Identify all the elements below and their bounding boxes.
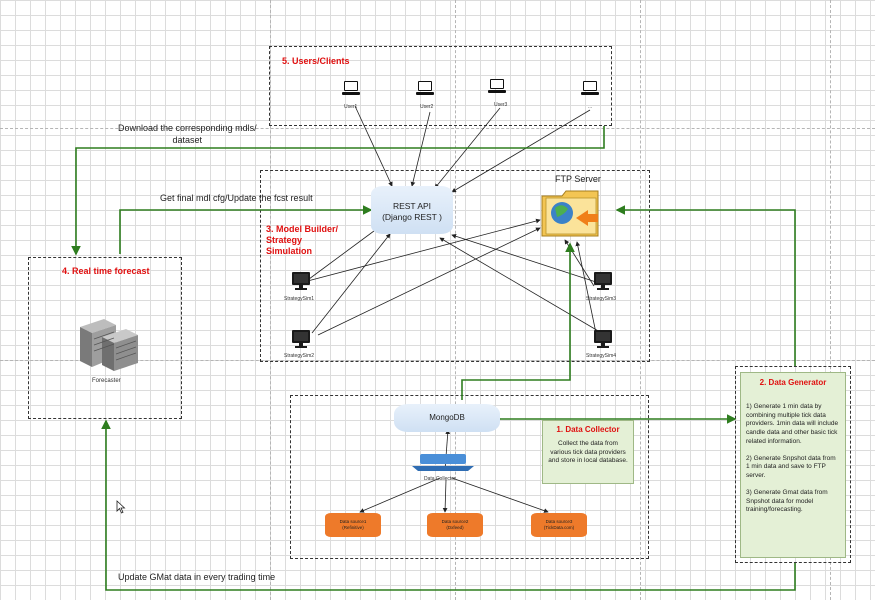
data-collector-note: 1. Data Collector Collect the data from … xyxy=(542,420,634,484)
data-generator-step: 1) Generate 1 min data by combining mult… xyxy=(746,402,839,445)
grid-line xyxy=(455,0,456,600)
get-final-config-label: Get final mdl cfg/Update the fcst result xyxy=(160,193,313,203)
mongodb-node: MongoDB xyxy=(394,404,500,432)
data-source-provider: (Refinitive) xyxy=(342,525,364,530)
users-clients-title: 5. Users/Clients xyxy=(282,56,350,66)
data-source-1: Data source1 (Refinitive) xyxy=(325,513,381,537)
data-collector-label: Data Collector xyxy=(424,476,456,482)
ftp-server-label: FTP Server xyxy=(555,174,601,184)
user-label: ... xyxy=(588,104,593,110)
rest-api-node: REST API (Django REST ) xyxy=(371,186,453,234)
data-source-3: Data source3 (TickData.com) xyxy=(531,513,587,537)
realtime-forecast-title: 4. Real time forecast xyxy=(62,266,150,276)
data-collector-title: 1. Data Collector xyxy=(556,425,620,434)
data-source-2: Data source2 (Dxfeed) xyxy=(427,513,483,537)
server-rack-icon xyxy=(76,317,144,371)
grid-line xyxy=(270,0,271,600)
grid-line xyxy=(0,128,875,129)
data-generator-step: 3) Generate Gmat data from Snpshot data … xyxy=(746,488,828,514)
users-clients-box xyxy=(269,46,612,126)
user-label: User3 xyxy=(494,102,508,108)
forecaster-label: Forecaster xyxy=(92,378,121,384)
strategy-sim-label: StrategySim2 xyxy=(284,353,315,359)
laptop-icon xyxy=(415,80,435,98)
strategy-sim-label: StrategySim4 xyxy=(586,353,617,359)
data-source-name: Data source2 xyxy=(441,519,469,524)
data-generator-title: 2. Data Generator xyxy=(759,378,827,387)
data-collector-device-icon xyxy=(410,452,476,474)
data-source-provider: (Dxfeed) xyxy=(446,525,464,530)
strategy-sim-label: StrategySim1 xyxy=(284,296,315,302)
data-collector-box xyxy=(290,395,649,559)
grid-line xyxy=(0,360,875,361)
model-builder-box xyxy=(260,170,650,362)
laptop-icon xyxy=(487,78,507,96)
update-gmat-label: Update GMat data in every trading time xyxy=(118,572,276,582)
user-label: User1 xyxy=(344,104,358,110)
laptop-icon xyxy=(580,80,600,98)
mongodb-label: MongoDB xyxy=(429,413,465,422)
data-source-name: Data source3 xyxy=(545,519,573,524)
model-builder-title: 3. Model Builder/ Strategy Simulation xyxy=(266,224,339,256)
grid-line xyxy=(640,0,641,600)
grid-line xyxy=(830,0,831,600)
monitor-icon xyxy=(592,271,614,291)
monitor-icon xyxy=(290,271,312,291)
user-label: User2 xyxy=(420,104,434,110)
data-source-provider: (TickData.com) xyxy=(543,525,575,530)
ftp-server-icon xyxy=(540,188,604,240)
laptop-icon xyxy=(341,80,361,98)
rest-api-title: REST API xyxy=(392,201,432,211)
monitor-icon xyxy=(290,329,312,349)
data-generator-note: 2. Data Generator 1) Generate 1 min data… xyxy=(740,372,846,558)
data-generator-step: 2) Generate Snpshot data from 1 min data… xyxy=(746,454,836,480)
mouse-cursor-icon xyxy=(116,500,126,514)
data-source-name: Data source1 xyxy=(339,519,367,524)
data-collector-description: Collect the data from various tick data … xyxy=(548,439,628,465)
rest-api-subtitle: (Django REST ) xyxy=(382,212,442,222)
realtime-forecast-box xyxy=(28,257,182,419)
monitor-icon xyxy=(592,329,614,349)
data-generator-box xyxy=(735,366,851,563)
strategy-sim-label: StrategySim3 xyxy=(586,296,617,302)
download-models-label: Download the corresponding mdls/ dataset xyxy=(118,123,257,145)
